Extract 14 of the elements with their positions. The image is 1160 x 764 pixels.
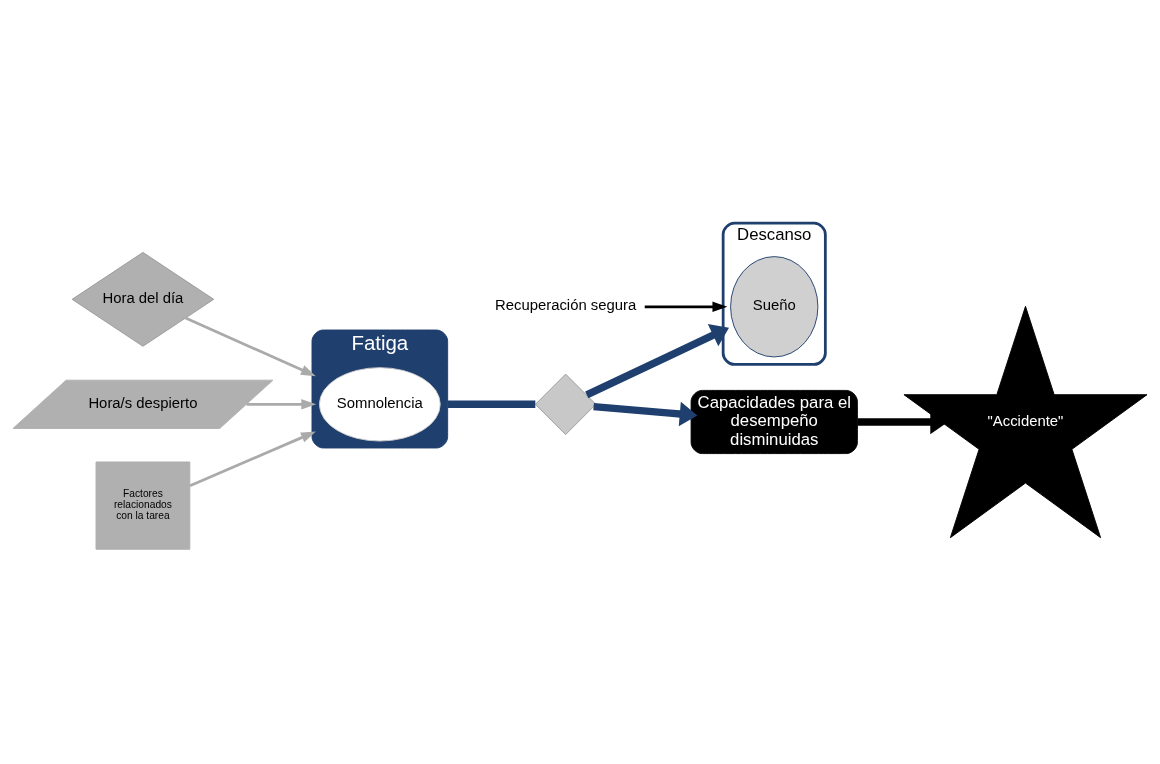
arrow [189, 431, 316, 487]
arrow [593, 401, 698, 426]
connector [447, 400, 536, 408]
node-ellipse: Somnolencia [318, 366, 441, 441]
node-diamond: Hora del día [71, 251, 215, 347]
arrow [644, 301, 728, 312]
node-diamond [535, 373, 597, 435]
node-box: Capacidades para el desempeño disminuidas [690, 389, 858, 454]
arrow [246, 398, 317, 410]
node-box: Factores relacionados con la tarea [95, 460, 191, 550]
node-ellipse: Sueño [730, 255, 819, 357]
arrow [585, 323, 729, 398]
arrow [185, 316, 316, 376]
node-text: Recuperación segura [495, 296, 637, 313]
